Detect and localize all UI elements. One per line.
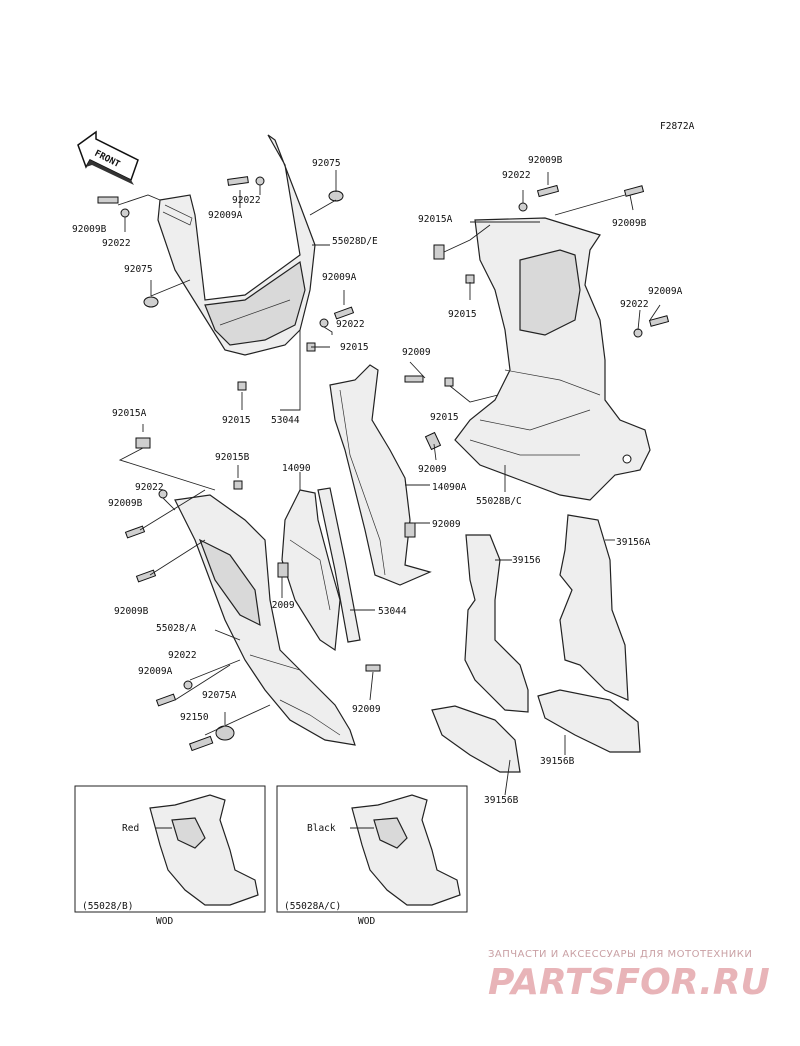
label-39156a: 39156A (616, 537, 651, 548)
label-92022: 92022 (502, 170, 531, 181)
label-55028bc: 55028B/C (476, 496, 522, 507)
label-92009a: 92009A (322, 272, 357, 283)
label-92015: 92015 (430, 412, 459, 423)
label-53044: 53044 (271, 415, 300, 426)
watermark: ЗАПЧАСТИ И АКСЕССУАРЫ ДЛЯ МОТОТЕХНИКИ PA… (488, 949, 770, 1003)
leaders-upper-right (409, 172, 661, 492)
inset-color-label-red: Red (122, 823, 139, 834)
leaders-lower-left (118, 424, 271, 736)
hardware-middle (277, 522, 416, 672)
label-92009: 92009 (432, 519, 461, 530)
watermark-tagline: ЗАПЧАСТИ И АКСЕССУАРЫ ДЛЯ МОТОТЕХНИКИ (488, 949, 752, 960)
watermark-logo: PARTSFOR.RU (488, 962, 770, 1003)
label-92009b: 92009B (108, 498, 143, 509)
label-92009b: 92009B (72, 224, 107, 235)
label-92022: 92022 (620, 299, 649, 310)
hardware-lower-left (124, 437, 243, 752)
front-arrow: FRONT (77, 130, 139, 185)
label-92009a: 92009A (648, 286, 683, 297)
label-92009a: 92009A (138, 666, 173, 677)
label-92150: 92150 (180, 712, 209, 723)
label-92015a: 92015A (112, 408, 147, 419)
label-92009: 92009 (402, 347, 431, 358)
label-92009: 92009 (418, 464, 447, 475)
label-92022: 92022 (168, 650, 197, 661)
label-92015a: 92015A (418, 214, 453, 225)
label-92009a: 92009A (208, 210, 243, 221)
label-53044: 53044 (378, 606, 407, 617)
label-92015b: 92015B (215, 452, 250, 463)
label-92075: 92075 (312, 158, 341, 169)
label-92015: 92015 (448, 309, 477, 320)
label-39156: 39156 (512, 555, 541, 566)
inset-color-label-black: Black (307, 823, 336, 834)
side-fairing-55028bc (454, 217, 651, 501)
label-92009b: 92009B (612, 218, 647, 229)
upper-cowl-55028de (157, 134, 316, 356)
label-14090a: 14090A (432, 482, 467, 493)
label-92022: 92022 (336, 319, 365, 330)
label-92015: 92015 (222, 415, 251, 426)
label-92015: 92015 (340, 342, 369, 353)
leaders-upper-left (117, 170, 345, 411)
leaders-middle (281, 472, 430, 701)
label-39156b: 39156B (484, 795, 519, 806)
label-92009: 92009 (352, 704, 381, 715)
label-92009b: 92009B (528, 155, 563, 166)
label-92022: 92022 (102, 238, 131, 249)
lower-cowl-55028a (174, 494, 356, 746)
label-92022: 92022 (135, 482, 164, 493)
inset-code: WOD (156, 916, 173, 927)
label-92009: 92009 (266, 600, 295, 611)
figure-code: F2872A (660, 121, 695, 132)
label-55028a: 55028/A (156, 623, 196, 634)
label-92009b: 92009B (114, 606, 149, 617)
inset-red-variant: Red (55028/B) WOD (74, 785, 266, 927)
pads (431, 514, 641, 773)
label-14090: 14090 (282, 463, 311, 474)
hardware-upper-left (97, 176, 355, 391)
leaders-pads (495, 539, 615, 796)
inset-part-label: (55028A/C) (284, 901, 341, 912)
label-92075a: 92075A (202, 690, 237, 701)
hardware-upper-right (404, 184, 670, 464)
label-92075: 92075 (124, 264, 153, 275)
inset-part-label: (55028/B) (82, 901, 133, 912)
inset-black-variant: Black (55028A/C) WOD (276, 785, 468, 927)
brackets (281, 364, 432, 652)
label-92022: 92022 (232, 195, 261, 206)
label-39156b: 39156B (540, 756, 575, 767)
inset-code: WOD (358, 916, 375, 927)
label-55028de: 55028D/E (332, 236, 378, 247)
